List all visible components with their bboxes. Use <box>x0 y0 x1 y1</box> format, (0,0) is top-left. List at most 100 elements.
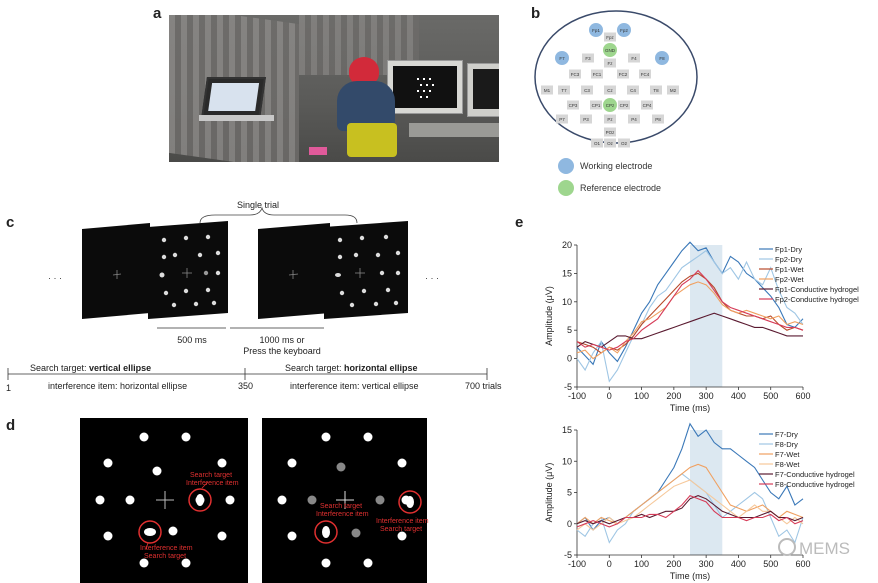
svg-text:Fpz: Fpz <box>606 35 614 40</box>
svg-text:FC4: FC4 <box>641 72 650 77</box>
legend-reference-label: Reference electrode <box>580 183 661 193</box>
svg-text:CP3: CP3 <box>569 103 578 108</box>
panel-label-a: a <box>153 5 162 22</box>
svg-text:F8: F8 <box>659 56 665 61</box>
lab-photo <box>169 15 499 162</box>
search-frame-2 <box>324 221 408 319</box>
legend-label: F8-Wet <box>775 460 800 469</box>
paradigm-diagram: Single trial · · · · · · 500 ms 1000 ms … <box>6 200 502 393</box>
search-items-1 <box>159 234 221 308</box>
legend-label: F7-Dry <box>775 430 798 439</box>
y-tick-label: 0 <box>567 354 572 364</box>
electrode-oz: Oz <box>604 138 616 148</box>
series-line-fp1-wet <box>576 272 804 354</box>
svg-text:Pz: Pz <box>607 117 613 122</box>
laptop <box>201 77 266 119</box>
svg-text:CP2: CP2 <box>620 103 629 108</box>
electrode-f8: F8 <box>655 51 669 65</box>
electrode-cz: Cz <box>604 85 616 95</box>
svg-text:M2: M2 <box>670 88 677 93</box>
electrode-cpz: CPz <box>603 98 617 112</box>
right-annot1-l1: Search target <box>320 503 362 510</box>
svg-text:T8: T8 <box>653 88 659 93</box>
series-line-fp2-conductive-hydrogel <box>576 269 804 351</box>
eeg-cap <box>349 57 379 85</box>
svg-text:POz: POz <box>606 130 616 135</box>
electrode-o2: O2 <box>618 138 630 148</box>
x-axis-label: Time (ms) <box>670 403 710 413</box>
legend-label: F8-Dry <box>775 440 798 449</box>
y-tick-label: -5 <box>564 382 572 392</box>
electrode-p7: P7 <box>556 114 568 124</box>
legend-label: F8-Conductive hydrogel <box>775 480 855 489</box>
stimulus-monitor <box>387 60 463 114</box>
svg-text:C3: C3 <box>584 88 590 93</box>
tick-mid: 350 <box>238 381 253 391</box>
y-tick-label: 5 <box>567 325 572 335</box>
electrode-gnd: GND <box>603 43 617 57</box>
electrode-fp2: Fp2 <box>617 23 631 37</box>
svg-text:P8: P8 <box>655 117 661 122</box>
participant <box>337 81 395 131</box>
electrode-cp2: CP2 <box>618 100 630 110</box>
legend-label: Fp1-Wet <box>775 265 805 274</box>
watermark-text: MEMS <box>799 539 850 558</box>
svg-text:Fp2: Fp2 <box>620 28 628 33</box>
series-line-fp1-conductive-hydrogel <box>576 312 803 348</box>
block2-target: Search target: horizontal ellipse <box>285 363 418 373</box>
watermark-icon <box>778 538 796 556</box>
search-items-2 <box>335 234 401 308</box>
block2-interference: interference item: vertical ellipse <box>290 381 419 391</box>
svg-text:CP1: CP1 <box>592 103 601 108</box>
right-annot1-l2: Interference item <box>316 511 369 518</box>
electrode-cp3: CP3 <box>567 100 579 110</box>
single-trial-brace <box>199 206 358 224</box>
svg-text:F4: F4 <box>631 56 637 61</box>
x-tick-label: 400 <box>731 559 746 569</box>
electrode-t7: T7 <box>558 85 570 95</box>
y-tick-label: 15 <box>562 425 572 435</box>
panel-label-c: c <box>6 214 15 231</box>
svg-text:P7: P7 <box>559 117 565 122</box>
legend-working-swatch <box>558 158 574 174</box>
y-axis-label: Amplitude (μV) <box>544 463 554 523</box>
svg-text:Fp1: Fp1 <box>592 28 600 33</box>
legend-label: Fp2-Dry <box>775 255 802 264</box>
svg-text:P4: P4 <box>631 117 637 122</box>
x-tick-label: 0 <box>607 391 612 401</box>
y-tick-label: 0 <box>567 519 572 529</box>
legend-label: F7-Wet <box>775 450 800 459</box>
x-axis-label: Time (ms) <box>670 571 710 581</box>
svg-text:T7: T7 <box>561 88 567 93</box>
y-tick-label: 15 <box>562 268 572 278</box>
svg-text:F7: F7 <box>559 56 565 61</box>
legend-label: Fp1-Conductive hydrogel <box>775 285 859 294</box>
x-tick-label: -100 <box>568 391 586 401</box>
x-tick-label: 100 <box>634 559 649 569</box>
series-line-fp2-wet <box>576 281 804 360</box>
left-annot2-l2: Search target <box>144 553 186 560</box>
svg-text:M1: M1 <box>544 88 551 93</box>
panel-label-e: e <box>515 214 524 231</box>
x-tick-label: 200 <box>666 559 681 569</box>
tick-start: 1 <box>6 383 11 393</box>
y-tick-label: 10 <box>562 456 572 466</box>
svg-text:FC2: FC2 <box>619 72 628 77</box>
x-tick-label: 500 <box>763 559 778 569</box>
x-tick-label: 400 <box>731 391 746 401</box>
left-highlight-interference <box>138 520 162 544</box>
ellipsis-left: · · · <box>48 273 62 283</box>
electrode-p8: P8 <box>652 114 664 124</box>
fixation-frame-1 <box>82 223 150 319</box>
electrode-poz: POz <box>604 127 616 137</box>
series-line-f7-conductive-hydrogel <box>576 495 804 525</box>
x-tick-label: 300 <box>699 391 714 401</box>
electrode-p4: P4 <box>628 114 640 124</box>
series-line-f7-wet <box>576 463 804 525</box>
svg-text:Fz: Fz <box>608 61 614 66</box>
svg-text:CPz: CPz <box>606 103 615 108</box>
watermark: MEMS <box>778 538 850 559</box>
